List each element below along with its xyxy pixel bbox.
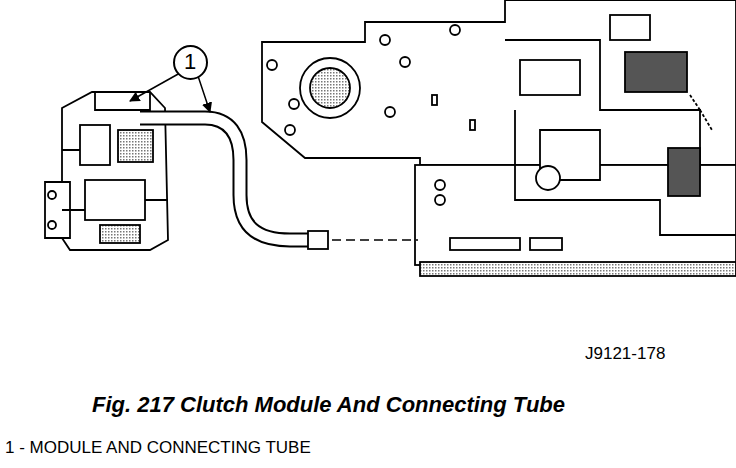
figure-code: J9121-178: [585, 344, 665, 364]
callout-number: 1: [184, 49, 196, 75]
valve-body: [262, 0, 736, 276]
callout-circle: 1: [173, 45, 208, 80]
leader-line: [130, 73, 180, 101]
figure-caption: Fig. 217 Clutch Module And Connecting Tu…: [92, 392, 565, 418]
leader-line: [198, 76, 210, 112]
connecting-tube: [140, 118, 328, 249]
alignment-dashed-line: [332, 239, 418, 241]
legend-line: 1 - MODULE AND CONNECTING TUBE: [5, 438, 311, 458]
